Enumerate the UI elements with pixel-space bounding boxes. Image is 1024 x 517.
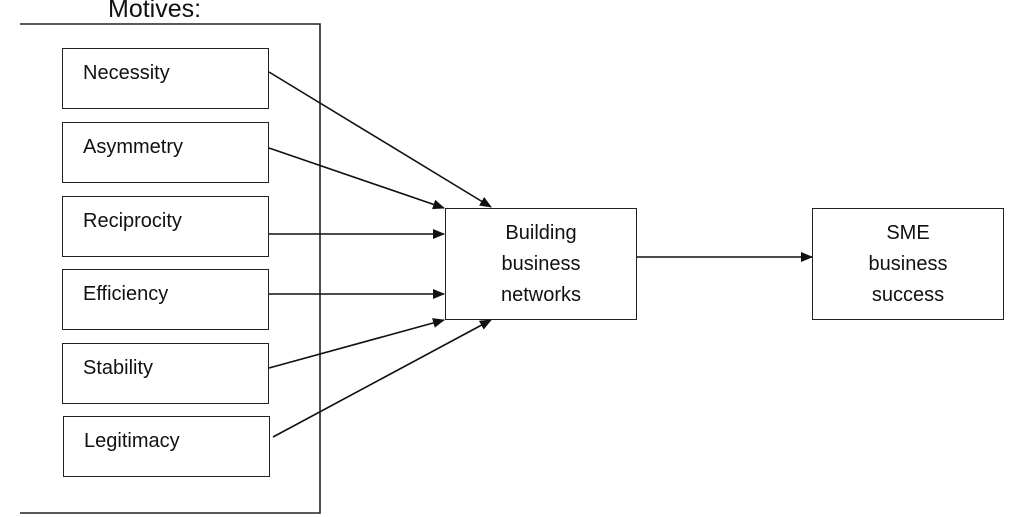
networks-line-1: Building xyxy=(505,221,577,244)
arrow-necessity-to-networks xyxy=(268,71,492,208)
motive-box-stability: Stability xyxy=(62,343,269,404)
success-line-3: success xyxy=(871,283,945,306)
motive-box-reciprocity: Reciprocity xyxy=(62,196,269,257)
arrow-stability-to-networks xyxy=(268,318,445,369)
motives-frame xyxy=(20,23,321,514)
motive-label: Stability xyxy=(83,357,154,379)
success-line-2: business xyxy=(868,252,948,275)
motive-label: Legitimacy xyxy=(84,430,180,452)
building-networks-box: Building business networks xyxy=(445,208,637,320)
motive-box-necessity: Necessity xyxy=(62,48,269,109)
motive-label: Reciprocity xyxy=(83,210,182,232)
success-line-1: SME xyxy=(886,221,930,244)
networks-line-3: networks xyxy=(500,283,582,306)
arrow-asymmetry-to-networks xyxy=(268,147,445,210)
sme-success-box: SME business success xyxy=(812,208,1004,320)
motive-label: Necessity xyxy=(83,62,170,84)
arrow-legitimacy-to-networks xyxy=(272,319,492,438)
motive-box-legitimacy: Legitimacy xyxy=(63,416,270,477)
motives-title: Motives: xyxy=(108,0,202,23)
networks-line-2: business xyxy=(501,252,581,275)
motive-box-asymmetry: Asymmetry xyxy=(62,122,269,183)
motive-label: Asymmetry xyxy=(83,136,183,158)
motive-label: Efficiency xyxy=(83,283,169,305)
motive-box-efficiency: Efficiency xyxy=(62,269,269,330)
